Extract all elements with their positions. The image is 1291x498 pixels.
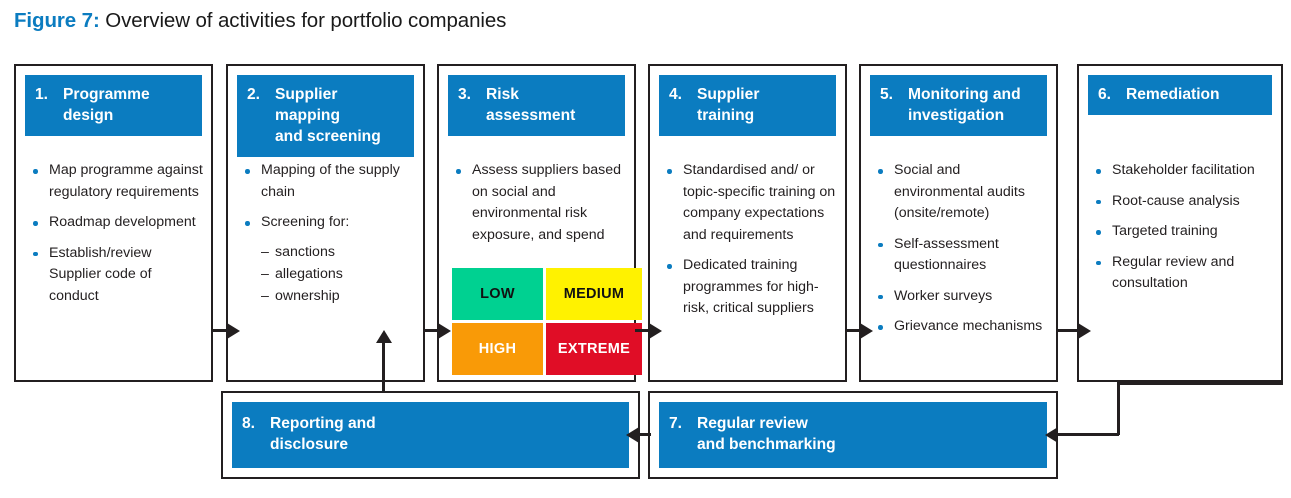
step-box-1-programme-design[interactable]: 1. Programme design Map programme agains… [14, 64, 213, 382]
risk-cell-low: LOW [452, 268, 543, 320]
risk-assessment-matrix: LOW MEDIUM HIGH EXTREME [452, 268, 642, 375]
step-number-4: 4. [669, 86, 683, 103]
connector-step6-to-step7-bottom-segment [1058, 433, 1119, 436]
step-title-2: Supplier mapping and screening [275, 86, 381, 145]
step-body-6: Stakeholder facilitation Root-cause anal… [1090, 160, 1273, 304]
step-title-6: Remediation [1126, 86, 1220, 103]
step-number-1: 1. [35, 86, 49, 103]
connector-step7-to-step8 [639, 433, 651, 436]
step-title-5: Monitoring and investigation [908, 86, 1021, 124]
connector-step4-to-step5 [846, 329, 863, 332]
connector-step2-to-step3 [424, 329, 441, 332]
step-number-3: 3. [458, 86, 472, 103]
list-item: Mapping of the supply chain [239, 160, 415, 203]
connector-step6-to-step7-vertical-segment [1117, 382, 1120, 435]
step-box-6-remediation[interactable]: 6. Remediation Stakeholder facilitation … [1077, 64, 1283, 382]
step-title-3: Risk assessment [486, 86, 576, 124]
step-box-2-supplier-mapping-and-screening[interactable]: 2. Supplier mapping and screening Mappin… [226, 64, 425, 382]
arrowhead-step6-to-step7 [1045, 426, 1058, 443]
list-item: Roadmap development [27, 212, 203, 234]
risk-cell-high-label: HIGH [478, 341, 517, 357]
connector-step6-to-step7-top-segment [1117, 382, 1283, 385]
step-4-bullet-list: Standardised and/ or topic-specific trai… [661, 160, 837, 320]
list-item: Grievance mechanisms [872, 316, 1048, 338]
figure-caption: Figure 7: Overview of activities for por… [14, 8, 506, 34]
list-item: sanctions [261, 242, 415, 263]
step-header-5: 5. Monitoring and investigation [870, 75, 1047, 136]
list-item: Screening for: sanctions allegations own… [239, 212, 415, 307]
step-number-7: 7. [669, 415, 683, 432]
arrowhead-step4-to-step5 [860, 322, 873, 339]
step-5-bullet-list: Social and environmental audits (onsite/… [872, 160, 1048, 338]
step-header-2: 2. Supplier mapping and screening [237, 75, 414, 157]
risk-cell-low-label: LOW [480, 286, 515, 302]
connector-step5-to-step6 [1057, 329, 1081, 332]
step-1-bullet-list: Map programme against regulatory require… [27, 160, 203, 307]
list-item: Regular review and consultation [1090, 252, 1273, 295]
list-item: Self-assessment questionnaires [872, 234, 1048, 277]
list-item: Social and environmental audits (onsite/… [872, 160, 1048, 225]
list-item-label: Screening for: [261, 214, 350, 230]
step-box-4-supplier-training[interactable]: 4. Supplier training Standardised and/ o… [648, 64, 847, 382]
arrowhead-step2-to-step3 [438, 322, 451, 339]
connector-step8-to-step2 [382, 333, 385, 391]
step-box-8-reporting-and-disclosure[interactable]: 8. Reporting and disclosure [221, 391, 640, 479]
connector-step3-to-step4 [635, 329, 652, 332]
step-header-6: 6. Remediation [1088, 75, 1272, 115]
risk-cell-extreme-label: EXTREME [557, 341, 631, 357]
step-6-bullet-list: Stakeholder facilitation Root-cause anal… [1090, 160, 1273, 295]
step-title-4: Supplier training [697, 86, 760, 124]
list-item: Map programme against regulatory require… [27, 160, 203, 203]
figure-label: Figure 7: [14, 9, 100, 32]
arrowhead-step8-to-step2 [375, 330, 392, 343]
step-number-6: 6. [1098, 86, 1112, 103]
step-header-1: 1. Programme design [25, 75, 202, 136]
step-title-8: Reporting and disclosure [270, 415, 376, 453]
step-header-3: 3. Risk assessment [448, 75, 625, 136]
step-title-1: Programme design [63, 86, 150, 124]
step-body-1: Map programme against regulatory require… [27, 160, 203, 316]
list-item: Root-cause analysis [1090, 191, 1273, 213]
step-body-4: Standardised and/ or topic-specific trai… [661, 160, 837, 329]
connector-step1-to-step2 [213, 329, 230, 332]
list-item: allegations [261, 264, 415, 285]
step-body-5: Social and environmental audits (onsite/… [872, 160, 1048, 347]
list-item: Dedicated training programmes for high-r… [661, 255, 837, 320]
risk-cell-medium: MEDIUM [546, 268, 642, 320]
step-title-7: Regular review and benchmarking [697, 415, 836, 453]
list-item: Worker surveys [872, 286, 1048, 308]
step-header-7: 7. Regular review and benchmarking [659, 402, 1047, 468]
step-box-3-risk-assessment[interactable]: 3. Risk assessment Assess suppliers base… [437, 64, 642, 382]
list-item: Targeted training [1090, 221, 1273, 243]
risk-cell-medium-label: MEDIUM [563, 286, 625, 302]
step-2-bullet-list: Mapping of the supply chain Screening fo… [239, 160, 415, 307]
list-item: Assess suppliers based on social and env… [450, 160, 626, 246]
arrowhead-step5-to-step6 [1078, 322, 1091, 339]
arrowhead-step1-to-step2 [227, 322, 240, 339]
risk-cell-high: HIGH [452, 323, 543, 375]
arrowhead-step7-to-step8 [626, 426, 639, 443]
step-2-sub-list: sanctions allegations ownership [261, 242, 415, 307]
arrowhead-step3-to-step4 [649, 322, 662, 339]
step-body-3: Assess suppliers based on social and env… [450, 160, 626, 255]
step-3-bullet-list: Assess suppliers based on social and env… [450, 160, 626, 246]
figure-title: Overview of activities for portfolio com… [105, 9, 507, 32]
step-number-8: 8. [242, 415, 256, 432]
list-item: ownership [261, 286, 415, 307]
list-item: Establish/review Supplier code of conduc… [27, 243, 203, 308]
list-item: Stakeholder facilitation [1090, 160, 1273, 182]
step-box-7-regular-review-and-benchmarking[interactable]: 7. Regular review and benchmarking [648, 391, 1058, 479]
step-number-5: 5. [880, 86, 894, 103]
list-item: Standardised and/ or topic-specific trai… [661, 160, 837, 246]
step-body-2: Mapping of the supply chain Screening fo… [239, 160, 415, 316]
step-box-5-monitoring-and-investigation[interactable]: 5. Monitoring and investigation Social a… [859, 64, 1058, 382]
step-header-4: 4. Supplier training [659, 75, 836, 136]
risk-cell-extreme: EXTREME [546, 323, 642, 375]
step-number-2: 2. [247, 86, 261, 103]
step-header-8: 8. Reporting and disclosure [232, 402, 629, 468]
